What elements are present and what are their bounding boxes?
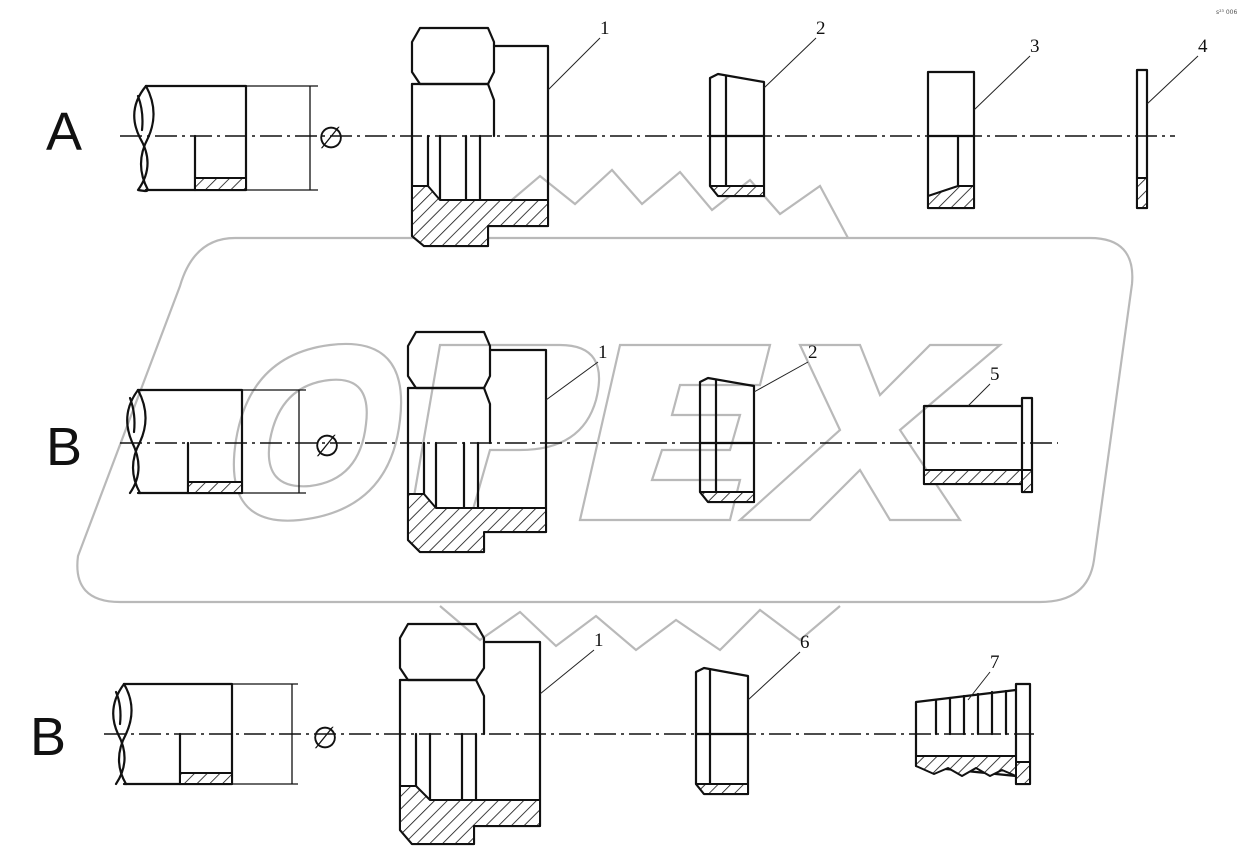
callout-b-1: 1 bbox=[598, 342, 608, 363]
callout-b2-1: 1 bbox=[594, 630, 604, 651]
watermark-logo bbox=[76, 168, 1134, 652]
callout-a-4: 4 bbox=[1198, 36, 1208, 57]
pipe-b bbox=[126, 388, 306, 495]
callouts-b: 1 2 5 bbox=[545, 342, 1000, 407]
callout-a-2: 2 bbox=[816, 18, 826, 39]
row-a: A ∅ bbox=[46, 18, 1208, 248]
washer-a bbox=[1135, 68, 1149, 210]
ring-b bbox=[698, 376, 756, 504]
callouts-b-second: 1 6 7 bbox=[539, 630, 1000, 701]
row-label-b: B bbox=[46, 417, 82, 477]
pipe-b-second bbox=[112, 682, 298, 786]
row-b-second: B ∅ bbox=[30, 622, 1034, 846]
ring-b-second bbox=[694, 666, 750, 796]
callouts-a: 1 2 3 4 bbox=[547, 18, 1208, 111]
diameter-symbol-b: ∅ bbox=[314, 429, 340, 464]
callout-b-2: 2 bbox=[808, 342, 818, 363]
union-nut-b-second bbox=[398, 622, 542, 846]
pipe-a bbox=[133, 84, 318, 193]
callout-b-5: 5 bbox=[990, 364, 1000, 385]
diameter-symbol-a: ∅ bbox=[318, 121, 344, 156]
row-b: B ∅ bbox=[46, 330, 1058, 554]
callout-a-3: 3 bbox=[1030, 36, 1040, 57]
union-nut-b bbox=[406, 330, 548, 554]
ring-a bbox=[708, 72, 766, 198]
row-label-b-second: B bbox=[30, 707, 66, 767]
sleeve-a bbox=[926, 70, 976, 210]
corner-note: s²³ 006 bbox=[1216, 9, 1237, 16]
callout-b2-6: 6 bbox=[800, 632, 810, 653]
watermark-gear-ring bbox=[232, 342, 403, 522]
row-label-a: A bbox=[46, 102, 82, 162]
callout-a-1: 1 bbox=[600, 18, 610, 39]
barbed-insert bbox=[914, 682, 1032, 786]
union-nut-a bbox=[410, 26, 550, 248]
bushing-b bbox=[922, 396, 1034, 494]
diameter-symbol-b-second: ∅ bbox=[312, 721, 338, 756]
callout-b2-7: 7 bbox=[990, 652, 1000, 673]
